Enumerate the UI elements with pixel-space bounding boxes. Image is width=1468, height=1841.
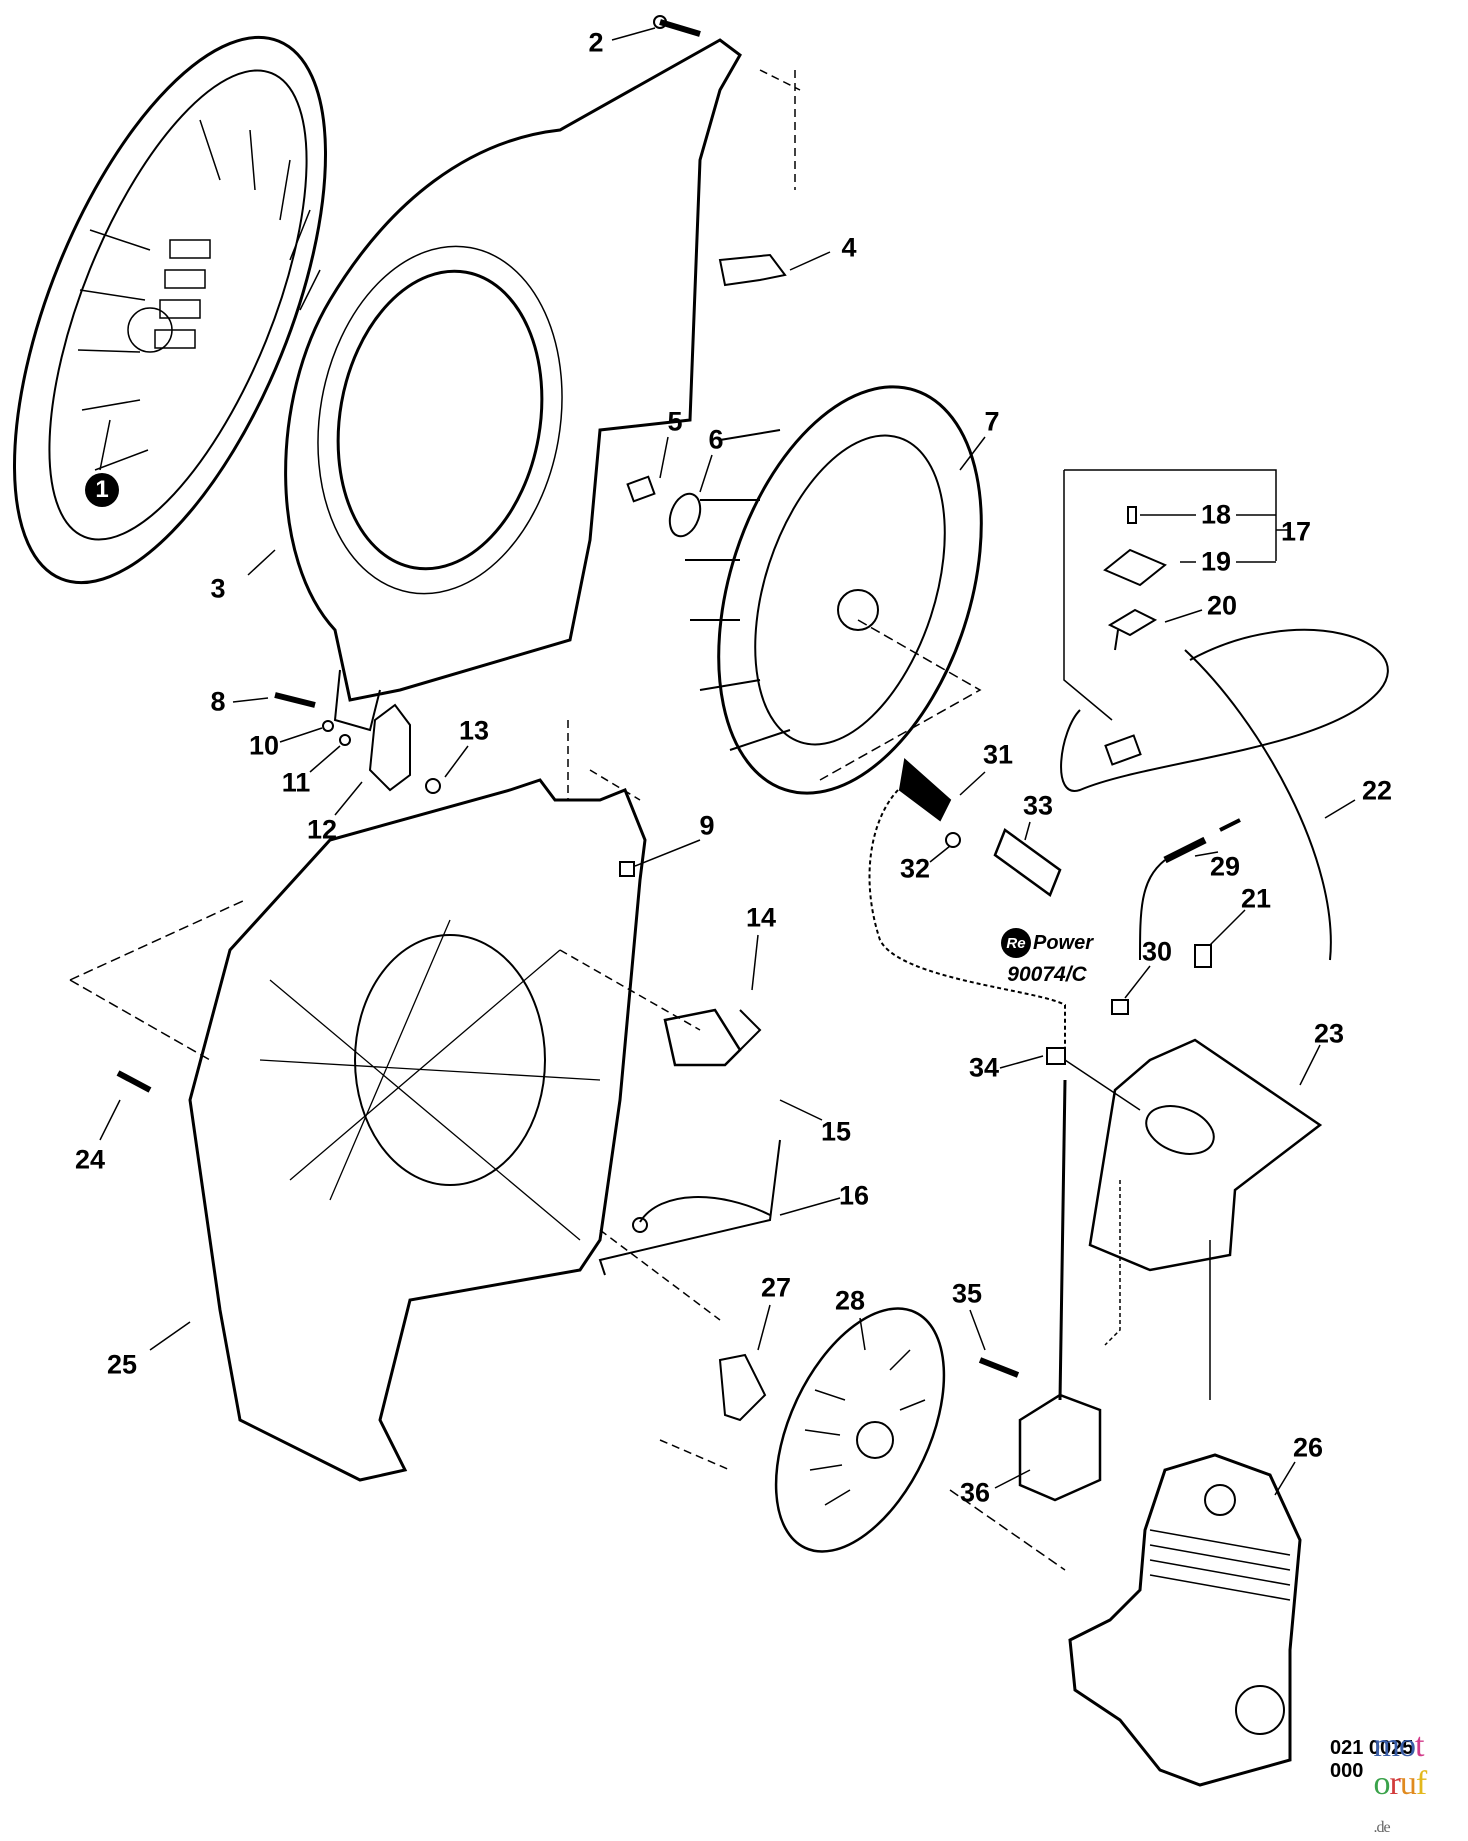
watermark-letter: m <box>1373 1727 1400 1764</box>
callout-27[interactable]: 27 <box>760 1272 792 1303</box>
part-36-ignition-module[interactable] <box>1018 1079 1121 1502</box>
callout-9[interactable]: 9 <box>699 810 715 841</box>
callout-35[interactable]: 35 <box>951 1278 983 1309</box>
callout-18[interactable]: 18 <box>1200 499 1232 530</box>
part-15-throttle-rod[interactable] <box>598 1139 781 1276</box>
callout-10[interactable]: 10 <box>248 730 280 761</box>
part-12-cam-lever[interactable] <box>368 703 411 792</box>
callout-23[interactable]: 23 <box>1313 1018 1345 1049</box>
part-20-switch[interactable] <box>1107 608 1158 651</box>
callout-17[interactable]: 17 <box>1280 516 1312 547</box>
watermark-letter: r <box>1389 1765 1401 1802</box>
part-14-throttle-lever[interactable] <box>663 1008 762 1067</box>
callout-4[interactable]: 4 <box>841 232 857 263</box>
callout-29[interactable]: 29 <box>1209 851 1241 882</box>
part-19-clamp[interactable] <box>1103 548 1167 587</box>
part-1-cover-grille[interactable] <box>0 0 390 624</box>
repower-code: 90074/C <box>1007 963 1087 986</box>
watermark-letter: u <box>1399 1765 1417 1802</box>
part-13-washer[interactable] <box>425 778 441 794</box>
part-34-grommet[interactable] <box>1046 1047 1066 1065</box>
callout-15[interactable]: 15 <box>820 1116 852 1147</box>
repower-logo-re: Re <box>1000 928 1031 958</box>
callout-34[interactable]: 34 <box>968 1052 1000 1083</box>
part-30-grommet[interactable] <box>1111 999 1129 1015</box>
part-16-cable[interactable] <box>632 1196 771 1233</box>
part-7-blower-fan[interactable] <box>671 353 1029 827</box>
callout-12[interactable]: 12 <box>306 814 338 845</box>
callout-16[interactable]: 16 <box>838 1180 870 1211</box>
part-22-wire[interactable] <box>1060 629 1389 961</box>
part-10-washer[interactable] <box>322 720 334 732</box>
callout-20[interactable]: 20 <box>1206 590 1238 621</box>
part-29-connector[interactable] <box>1163 818 1241 864</box>
part-32-spring[interactable] <box>945 832 961 848</box>
callout-2[interactable]: 2 <box>588 27 604 58</box>
part-27-cone[interactable] <box>718 1353 767 1422</box>
callout-26[interactable]: 26 <box>1292 1432 1324 1463</box>
repower-logo: Re Power <box>1000 928 1094 958</box>
part-21-screw[interactable] <box>1194 944 1212 968</box>
part-31-spark-plug-boot[interactable] <box>898 758 952 822</box>
callout-31[interactable]: 31 <box>982 739 1014 770</box>
callout-33[interactable]: 33 <box>1022 790 1054 821</box>
part-17-switch-kit-bracket <box>1063 469 1290 721</box>
callout-24[interactable]: 24 <box>74 1144 106 1175</box>
part-3-fan-housing-cover[interactable] <box>284 38 742 732</box>
callout-25[interactable]: 25 <box>106 1349 138 1380</box>
callout-6[interactable]: 6 <box>708 424 724 455</box>
part-24-screw[interactable] <box>116 1070 152 1093</box>
callout-13[interactable]: 13 <box>458 715 490 746</box>
part-23-heat-shield[interactable] <box>1088 1038 1323 1272</box>
part-9-nut[interactable] <box>619 861 635 877</box>
part-4-clip[interactable] <box>718 253 787 287</box>
callout-36[interactable]: 36 <box>959 1477 991 1508</box>
watermark-letter: o <box>1373 1765 1391 1802</box>
repower-logo-power: Power <box>1032 931 1094 954</box>
watermark-letter: o <box>1398 1727 1416 1764</box>
part-26-engine[interactable] <box>1068 1453 1302 1787</box>
callout-11[interactable]: 11 <box>281 767 311 798</box>
callout-7[interactable]: 7 <box>984 406 1000 437</box>
callout-32[interactable]: 32 <box>899 853 931 884</box>
part-33-spark-plug[interactable] <box>993 828 1062 897</box>
part-6-washer[interactable] <box>664 490 705 541</box>
callout-5[interactable]: 5 <box>667 406 683 437</box>
callout-19[interactable]: 19 <box>1200 546 1232 577</box>
callout-21[interactable]: 21 <box>1240 883 1272 914</box>
part-8-screw[interactable] <box>274 692 316 708</box>
drawing-number: 021 0025 000 <box>1330 1737 1414 1782</box>
callout-28[interactable]: 28 <box>834 1285 866 1316</box>
watermark-letter: t <box>1414 1727 1425 1764</box>
callout-3[interactable]: 3 <box>210 573 226 604</box>
callout-22[interactable]: 22 <box>1361 775 1393 806</box>
part-2-screw[interactable] <box>653 15 701 37</box>
part-11-washer[interactable] <box>339 734 351 746</box>
part-28-flywheel[interactable] <box>742 1283 979 1578</box>
callout-1[interactable]: 1 <box>85 473 119 507</box>
part-35-screw[interactable] <box>978 1357 1020 1378</box>
callout-30[interactable]: 30 <box>1141 936 1173 967</box>
part-18-screw[interactable] <box>1127 506 1137 524</box>
watermark-letter: f <box>1415 1765 1427 1802</box>
watermark-suffix: .de <box>1373 1819 1391 1836</box>
parts-drawing <box>0 0 1389 1787</box>
callout-8[interactable]: 8 <box>210 686 226 717</box>
watermark: motoruf .de <box>1374 1727 1437 1841</box>
callout-14[interactable]: 14 <box>745 902 777 933</box>
part-25-fan-housing[interactable] <box>188 778 647 1482</box>
part-5-bolt[interactable] <box>626 475 656 503</box>
